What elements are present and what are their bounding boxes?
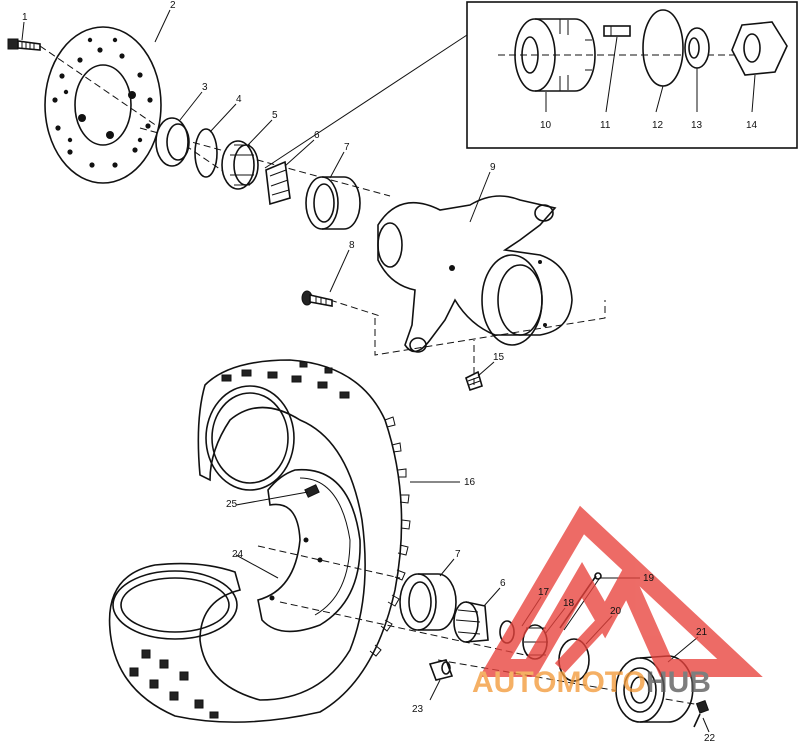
callout-13: 13	[691, 120, 703, 131]
callout-20: 20	[610, 606, 622, 617]
callout-19: 19	[643, 573, 655, 584]
part-1-screw	[7, 38, 41, 51]
part-11-cotter-pin	[603, 25, 631, 37]
callout-16: 16	[464, 477, 476, 488]
callout-12: 12	[652, 120, 664, 131]
part-16-tire	[108, 359, 411, 723]
callout-1: 1	[22, 12, 28, 23]
callout-24: 24	[232, 549, 244, 560]
watermark-logo: AUTOMOTOHUB	[472, 505, 763, 699]
part-6-bearing-cone-upper	[265, 160, 291, 206]
part-4-snap-ring	[194, 128, 218, 178]
callout-5: 5	[272, 110, 278, 121]
watermark-text-auto: AUTOMOTOHUB	[472, 666, 711, 699]
hub-mounting-frame-line	[374, 300, 606, 356]
inset-leader-lines	[545, 36, 756, 113]
axis-line-lower-2	[279, 601, 526, 656]
callout-3: 3	[202, 82, 208, 93]
callout-2: 2	[170, 0, 176, 11]
callout-10: 10	[540, 120, 552, 131]
callout-7-lower: 7	[455, 549, 461, 560]
part-24-wheel-rim	[257, 468, 361, 633]
part-2-brake-disc	[44, 26, 162, 184]
axis-line-bolt	[329, 299, 381, 317]
callout-25: 25	[226, 499, 238, 510]
part-5-bearing	[221, 140, 259, 190]
part-22-screw	[693, 699, 710, 728]
callout-6-lower: 6	[500, 578, 506, 589]
callout-8: 8	[349, 240, 355, 251]
callout-15: 15	[493, 352, 505, 363]
axis-line-disc	[39, 45, 231, 177]
callout-23: 23	[412, 704, 424, 715]
part-8-bolt	[301, 290, 333, 307]
axis-line-disc-2	[139, 127, 391, 197]
part-7-bearing-cup-lower	[399, 573, 457, 631]
callout-21: 21	[696, 627, 708, 638]
part-21-hub-cap	[615, 655, 694, 723]
callout-18: 18	[563, 598, 575, 609]
part-3-seal	[155, 117, 190, 167]
axis-line-lower-1	[257, 545, 401, 579]
callout-9: 9	[490, 162, 496, 173]
part-7-bearing-cup-upper	[305, 176, 361, 230]
inset-pointer-line	[264, 34, 468, 169]
part-12-washer	[642, 9, 684, 87]
callout-22: 22	[704, 733, 716, 742]
callout-17: 17	[538, 587, 550, 598]
callout-4: 4	[236, 94, 242, 105]
part-25-valve-stem	[304, 484, 320, 498]
callout-14: 14	[746, 120, 758, 131]
part-14-hex-nut	[731, 21, 788, 76]
part-6-bearing-cone-lower	[453, 601, 489, 643]
part-13-spacer	[684, 27, 710, 69]
watermark-inner-stroke	[554, 615, 611, 673]
part-23-lug-nut	[428, 659, 454, 681]
callout-11: 11	[600, 120, 611, 131]
callout-7-upper: 7	[344, 142, 350, 153]
callout-6-upper: 6	[314, 130, 320, 141]
part-9-spindle-knuckle	[377, 195, 573, 353]
inset-detail-box	[466, 1, 798, 149]
